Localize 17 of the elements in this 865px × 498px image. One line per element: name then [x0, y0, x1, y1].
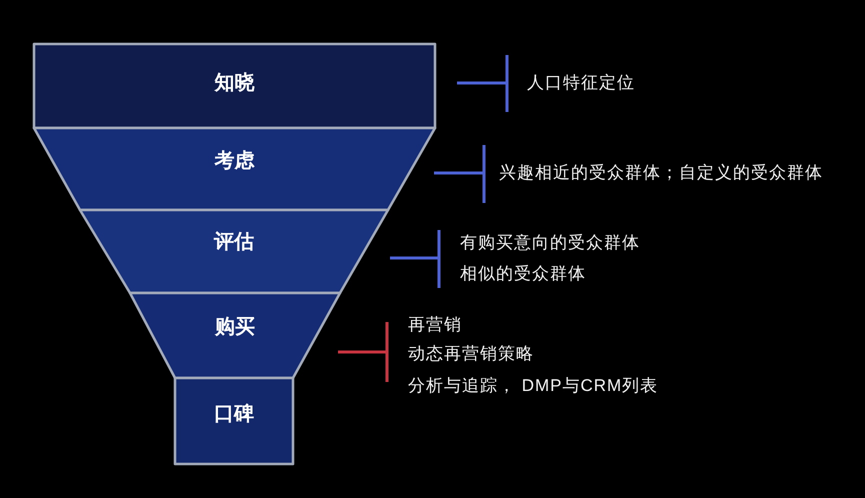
stage-label: 评估 — [214, 230, 254, 255]
funnel-stage — [34, 128, 435, 210]
note-text: 有购买意向的受众群体 — [460, 232, 640, 254]
note-text: 人口特征定位 — [527, 72, 635, 94]
note-text: 兴趣相近的受众群体；自定义的受众群体 — [499, 162, 823, 184]
stage-label: 知晓 — [214, 71, 254, 96]
note-text: 分析与追踪， DMP与CRM列表 — [408, 375, 658, 397]
funnel-stage — [80, 210, 388, 293]
stage-label: 口碑 — [214, 402, 254, 427]
funnel-stage — [130, 293, 340, 378]
stage-label: 购买 — [215, 315, 255, 340]
stage-label: 考虑 — [214, 149, 254, 174]
note-text: 再营销 — [408, 314, 462, 336]
funnel-stage — [34, 44, 435, 128]
note-text: 动态再营销策略 — [408, 343, 534, 365]
note-text: 相似的受众群体 — [460, 263, 586, 285]
funnel-stage — [175, 378, 293, 464]
